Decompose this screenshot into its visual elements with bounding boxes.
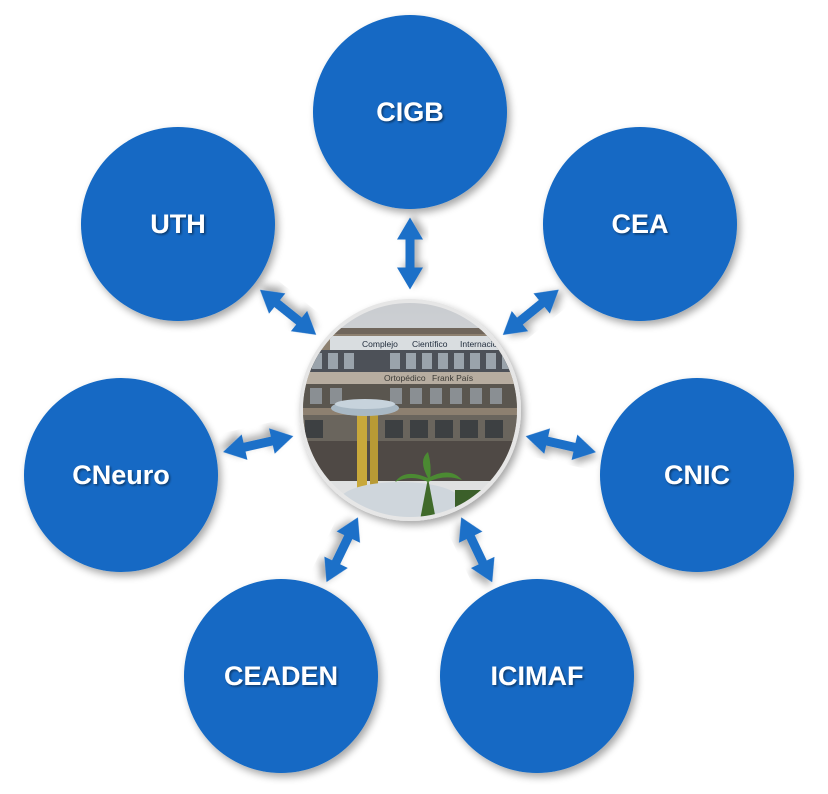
arrow-cnic bbox=[525, 428, 596, 460]
node-icimaf: ICIMAF bbox=[440, 579, 634, 773]
node-uth: UTH bbox=[81, 127, 275, 321]
node-cnic-label: CNIC bbox=[664, 460, 730, 490]
node-ceaden: CEADEN bbox=[184, 579, 378, 773]
node-cnic-circle bbox=[600, 378, 794, 572]
node-cnic: CNIC bbox=[600, 378, 794, 572]
node-ceaden-circle bbox=[184, 579, 378, 773]
node-cigb-circle bbox=[313, 15, 507, 209]
node-cneuro: CNeuro bbox=[24, 378, 218, 572]
node-uth-label: UTH bbox=[150, 209, 206, 239]
node-ceaden-label: CEADEN bbox=[224, 661, 338, 691]
node-cea-circle bbox=[543, 127, 737, 321]
connector-arrows bbox=[223, 217, 596, 583]
arrow-cneuro bbox=[223, 428, 294, 460]
building-sign-word-1: Complejo bbox=[362, 339, 398, 349]
node-cneuro-circle bbox=[24, 378, 218, 572]
building-sign-word-3: Internacional bbox=[460, 339, 509, 349]
arrow-ceaden bbox=[324, 517, 361, 583]
center-hub: Complejo Científico Internacional Ortopé… bbox=[299, 299, 521, 521]
node-cea-label: CEA bbox=[611, 209, 668, 239]
node-icimaf-label: ICIMAF bbox=[491, 661, 584, 691]
building-sign-word-4: Ortopédico bbox=[384, 373, 426, 383]
arrow-cea bbox=[502, 289, 559, 335]
building-sign-word-2: Científico bbox=[412, 339, 448, 349]
node-cigb-label: CIGB bbox=[376, 97, 444, 127]
node-cea: CEA bbox=[543, 127, 737, 321]
node-cigb: CIGB bbox=[313, 15, 507, 209]
node-uth-circle bbox=[81, 127, 275, 321]
building-sign-word-5: Frank País bbox=[432, 373, 473, 383]
arrow-cigb bbox=[397, 217, 423, 290]
node-icimaf-circle bbox=[440, 579, 634, 773]
node-cneuro-label: CNeuro bbox=[72, 460, 170, 490]
arrow-icimaf bbox=[458, 517, 495, 583]
arrow-uth bbox=[260, 289, 317, 335]
outer-nodes: CIGB CEA CNIC ICIMAF CEADEN CNeuro UTH bbox=[24, 15, 794, 773]
